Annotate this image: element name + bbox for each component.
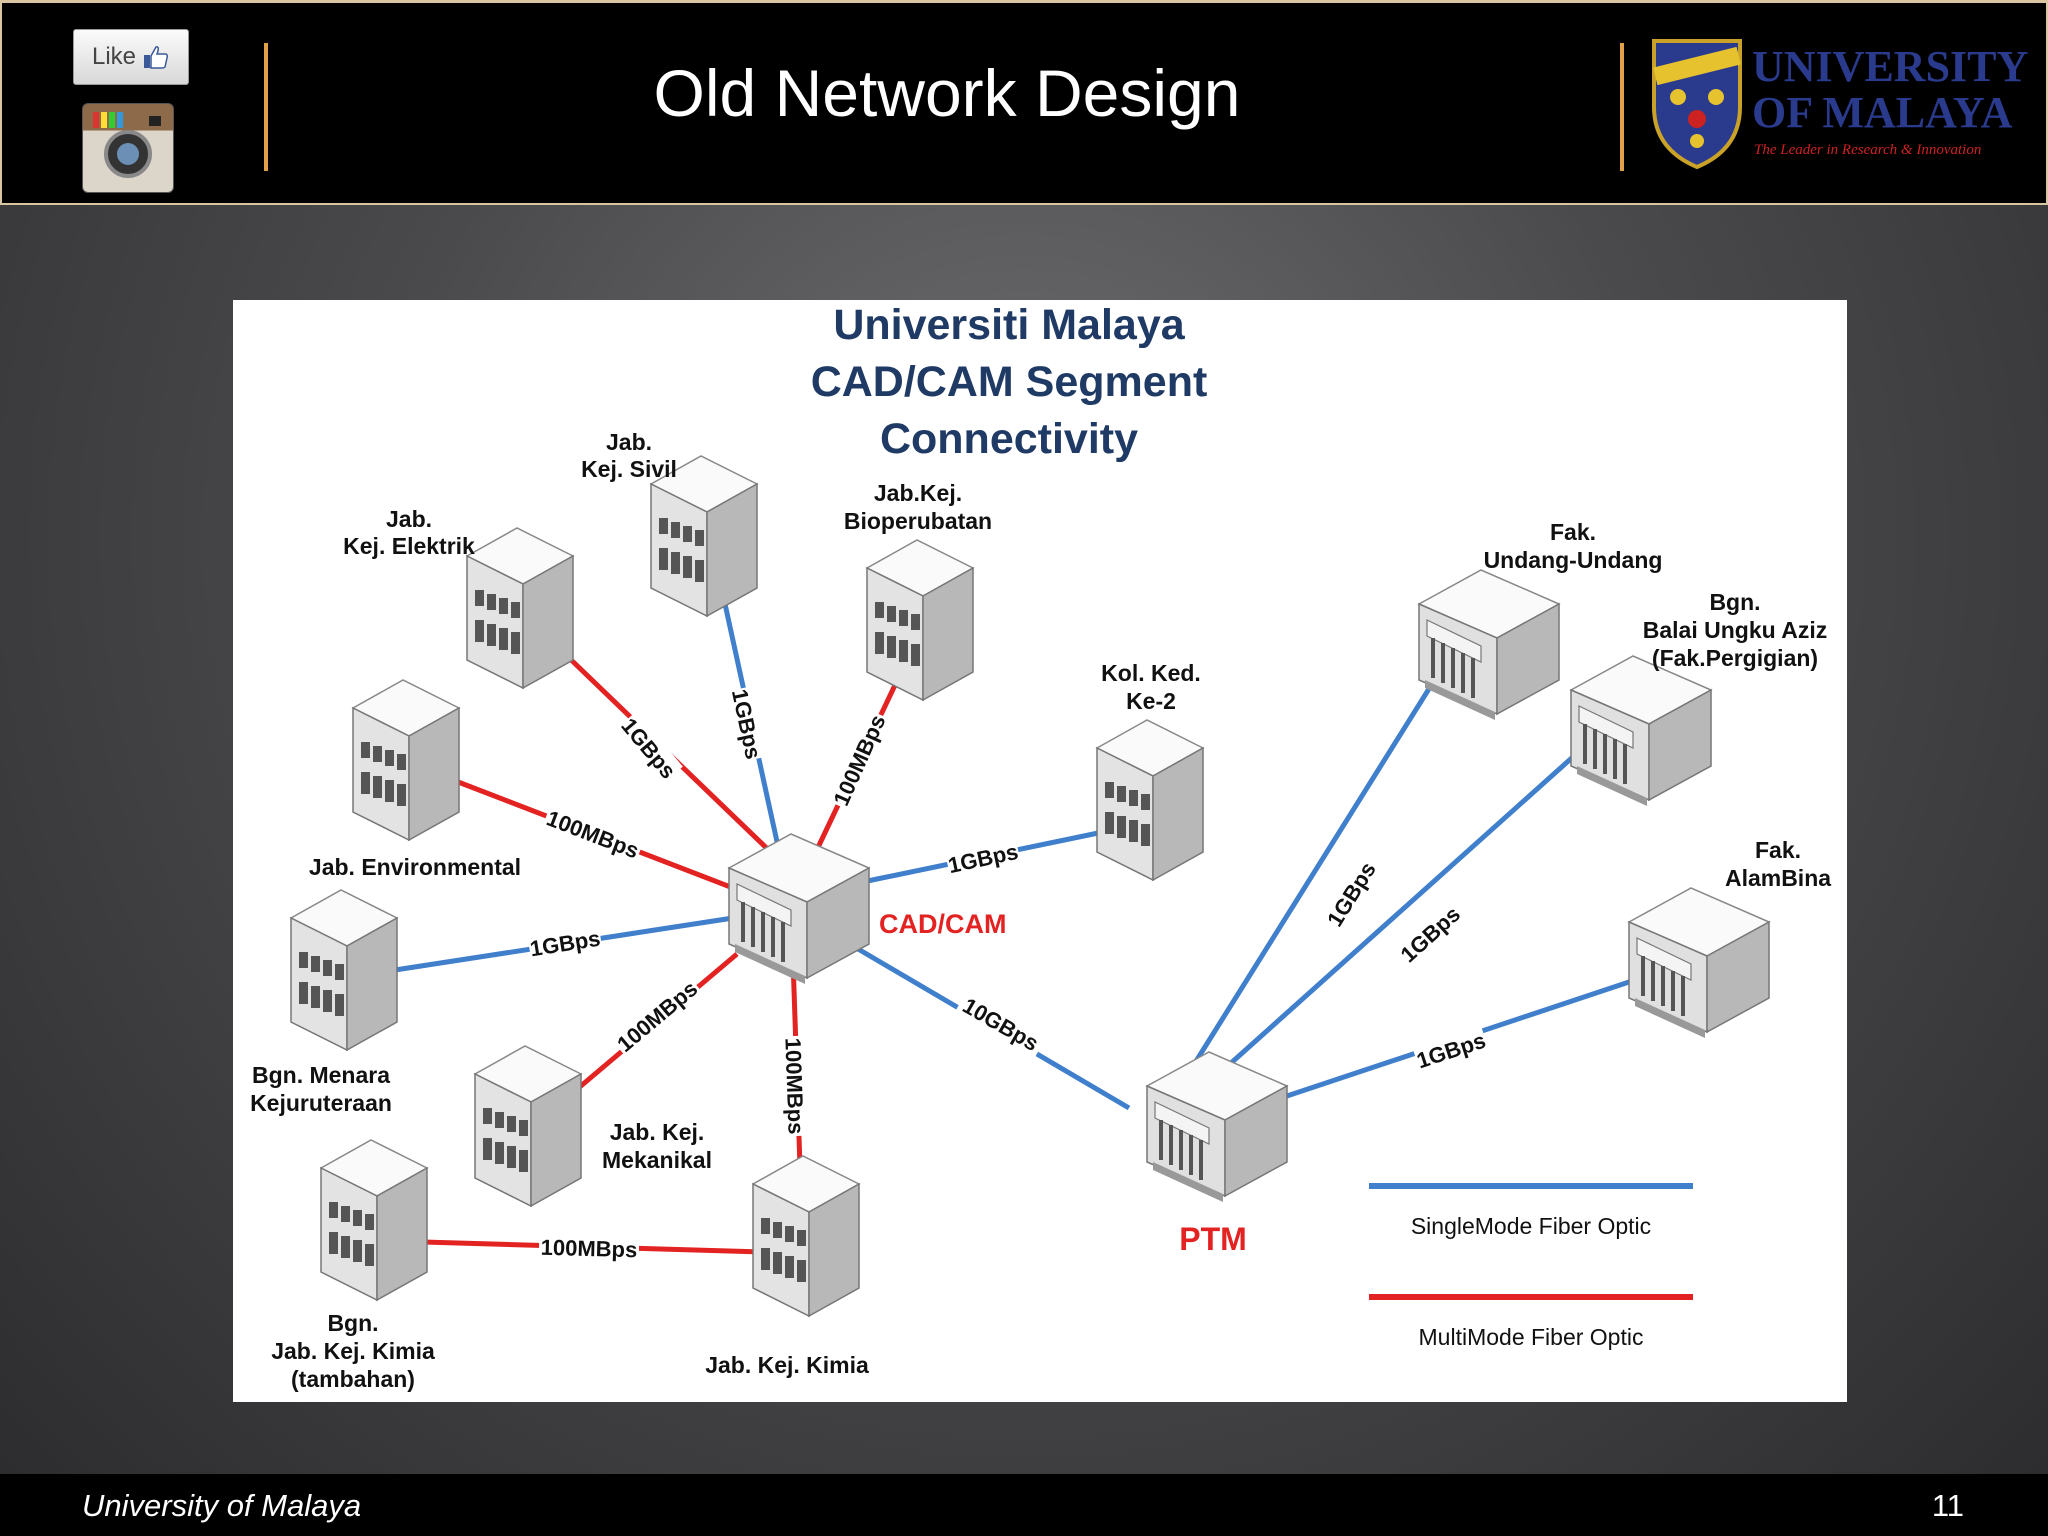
instagram-icon[interactable] <box>82 103 174 193</box>
svg-text:1GBps: 1GBps <box>1414 1028 1489 1074</box>
link-label-kimia-tambahan: 100MBps <box>538 1232 640 1263</box>
diagram-title-line1: Universiti Malaya <box>833 301 1185 349</box>
building-kimia-tambahan <box>320 1139 428 1301</box>
label-elektrik-2: Kej. Elektrik <box>343 533 475 559</box>
like-label: Like <box>91 43 137 70</box>
link-balai <box>1181 728 1605 1108</box>
label-kimia: Jab. Kej. Kimia <box>705 1352 869 1378</box>
label-undang-2: Undang-Undang <box>1484 547 1663 573</box>
slide-footer: University of Malaya 11 <box>0 1474 2048 1536</box>
label-mekanikal-1: Jab. Kej. <box>610 1119 705 1145</box>
label-bioperubatan-2: Bioperubatan <box>844 508 992 534</box>
slide-title: Old Network Design <box>653 56 1241 130</box>
logo-tagline: The Leader in Research & Innovation <box>1754 142 1981 158</box>
label-menara-1: Bgn. Menara <box>252 1062 390 1088</box>
university-logo: UNIVERSITY OF MALAYA The Leader in Resea… <box>1652 39 2028 170</box>
footer-organization: University of Malaya <box>82 1488 362 1523</box>
svg-text:1GBps: 1GBps <box>946 839 1021 878</box>
svg-text:1GBps: 1GBps <box>727 687 766 762</box>
diagram-title-line2: CAD/CAM Segment <box>811 358 1208 406</box>
label-undang-1: Fak. <box>1550 519 1596 545</box>
page-number: 11 <box>1931 1488 1964 1523</box>
svg-text:1GBps: 1GBps <box>616 713 681 783</box>
logo-line1: UNIVERSITY <box>1752 42 2028 91</box>
label-kimia-tambahan-3: (tambahan) <box>291 1366 415 1392</box>
building-kolked <box>1096 719 1204 881</box>
header-divider-right <box>1620 43 1624 171</box>
svg-text:100MBps: 100MBps <box>612 976 702 1057</box>
label-bioperubatan-1: Jab.Kej. <box>874 480 962 506</box>
building-bioperubatan <box>866 539 974 701</box>
svg-text:100MBps: 100MBps <box>780 1037 808 1134</box>
building-environmental <box>352 679 460 841</box>
legend-multi-label: MultiMode Fiber Optic <box>1419 1324 1644 1350</box>
label-balai-1: Bgn. <box>1709 589 1760 615</box>
building-undang <box>1417 568 1561 722</box>
svg-text:100MBps: 100MBps <box>543 805 642 863</box>
thumbs-up-icon <box>144 46 169 69</box>
network-diagram: Universiti Malaya CAD/CAM Segment Connec… <box>233 300 1847 1402</box>
link-label-alambina: 1GBps <box>1412 1025 1489 1074</box>
label-sivil-2: Kej. Sivil <box>581 456 677 482</box>
facebook-like-button[interactable]: Like <box>73 29 189 85</box>
label-balai-2: Balai Ungku Aziz <box>1643 617 1827 643</box>
network-diagram-svg: Universiti Malaya CAD/CAM Segment Connec… <box>250 301 1831 1392</box>
link-label-elektrik: 1GBps <box>616 711 683 784</box>
svg-text:100MBps: 100MBps <box>540 1235 637 1263</box>
link-label-mekanikal: 100MBps <box>609 973 704 1058</box>
label-menara-2: Kejuruteraan <box>250 1090 392 1116</box>
slide-header: Like Old Network Design UNIVERSITY OF MA… <box>0 0 2048 205</box>
building-kimia <box>752 1155 860 1317</box>
label-elektrik-1: Jab. <box>386 506 432 532</box>
label-kimia-tambahan-2: Jab. Kej. Kimia <box>271 1338 435 1364</box>
legend-single-label: SingleMode Fiber Optic <box>1411 1213 1651 1239</box>
building-mekanikal <box>474 1045 582 1207</box>
building-balai <box>1569 654 1713 808</box>
link-label-bioperubatan: 100MBps <box>825 708 891 811</box>
building-elektrik <box>466 527 574 689</box>
label-kimia-tambahan-1: Bgn. <box>327 1310 378 1336</box>
hub-ptm <box>1145 1050 1289 1204</box>
label-kolked-1: Kol. Ked. <box>1101 660 1201 686</box>
hub-label-cadcam: CAD/CAM <box>879 909 1007 939</box>
label-alambina-2: AlamBina <box>1725 865 1831 891</box>
label-environmental: Jab. Environmental <box>309 854 521 880</box>
link-label-undang: 1GBps <box>1320 856 1381 931</box>
svg-text:1GBps: 1GBps <box>528 926 602 962</box>
building-alambina <box>1627 886 1771 1040</box>
label-alambina-1: Fak. <box>1755 837 1801 863</box>
hub-cadcam <box>727 832 871 986</box>
diagram-title-line3: Connectivity <box>880 415 1138 463</box>
label-kolked-2: Ke-2 <box>1126 688 1176 714</box>
svg-text:1GBps: 1GBps <box>1396 901 1465 967</box>
hub-label-ptm: PTM <box>1179 1221 1247 1257</box>
link-label-menara: 1GBps <box>527 923 603 962</box>
svg-text:10GBps: 10GBps <box>958 993 1043 1056</box>
label-balai-3: (Fak.Pergigian) <box>1652 645 1818 671</box>
link-label-sivil: 1GBps <box>727 685 769 762</box>
logo-line2: OF MALAYA <box>1752 88 2013 137</box>
building-menara <box>290 889 398 1051</box>
header-divider-left <box>264 43 268 171</box>
link-label-ptm: 10GBps <box>955 988 1048 1058</box>
link-label-kolked: 1GBps <box>944 836 1021 878</box>
label-sivil-1: Jab. <box>606 429 652 455</box>
label-mekanikal-2: Mekanikal <box>602 1147 712 1173</box>
link-undang <box>1170 642 1460 1100</box>
link-label-kimia: 100MBps <box>780 1035 811 1137</box>
link-label-environmental: 100MBps <box>542 803 645 863</box>
